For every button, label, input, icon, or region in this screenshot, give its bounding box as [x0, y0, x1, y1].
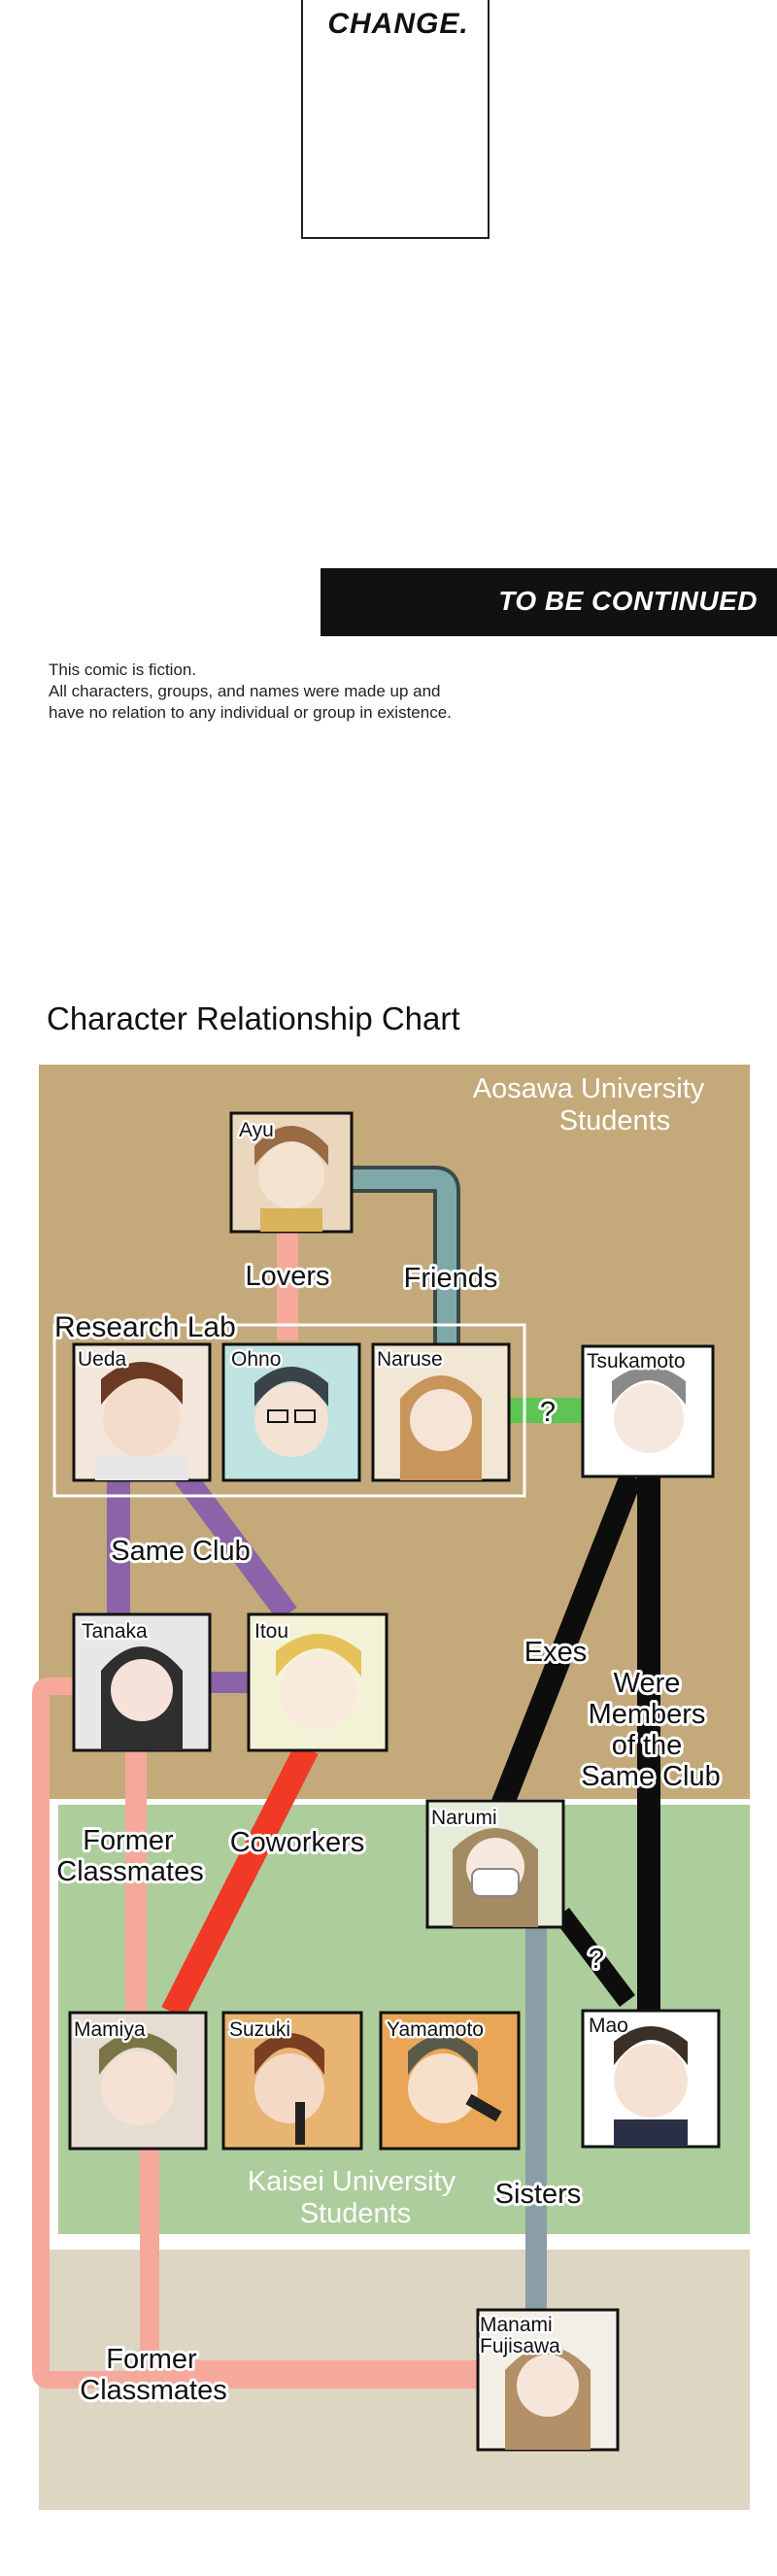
comic-panel — [301, 0, 490, 239]
line-mamiya-manami — [140, 2149, 478, 2380]
line-exes — [488, 1472, 643, 1817]
portrait-manami — [476, 2308, 620, 2452]
research-lab-box — [52, 1323, 526, 1498]
label-former-classmates-1b: Classmates — [56, 1856, 204, 1887]
zone-kaisei-label-1: Kaisei University — [248, 2166, 456, 2197]
zone-kaisei-label-2: Students — [300, 2198, 411, 2229]
portrait-tsukamoto — [581, 1344, 715, 1478]
label-were-4: Same Club — [581, 1761, 720, 1792]
label-coworkers: Coworkers — [230, 1827, 365, 1858]
portrait-yamamoto — [379, 2011, 521, 2151]
zone-aosawa-label-2: Students — [559, 1105, 670, 1136]
portrait-mamiya — [68, 2011, 208, 2151]
portrait-narumi — [425, 1799, 565, 1929]
portrait-ayu — [229, 1111, 354, 1234]
zone-aosawa-label-1: Aosawa University — [473, 1073, 705, 1104]
portrait-tanaka — [72, 1612, 212, 1752]
portrait-ueda — [72, 1342, 212, 1482]
label-former-classmates-2a: Former — [106, 2344, 197, 2375]
name-naruse: Naruse — [377, 1348, 443, 1371]
name-ohno: Ohno — [231, 1348, 281, 1371]
portrait-suzuki — [221, 2011, 363, 2151]
label-were-1: Were — [614, 1668, 681, 1699]
label-lovers: Lovers — [245, 1261, 329, 1292]
line-same-club-itou — [175, 1469, 297, 1622]
name-yamamoto: Yamamoto — [387, 2018, 484, 2041]
research-lab-label: Research Lab — [54, 1311, 236, 1343]
label-same-club: Same Club — [111, 1536, 250, 1567]
label-exes: Exes — [524, 1637, 587, 1668]
zone-divider-2 — [39, 2234, 750, 2250]
name-tanaka: Tanaka — [82, 1620, 148, 1643]
name-suzuki: Suzuki — [229, 2018, 290, 2041]
continued-text: TO BE CONTINUED — [498, 586, 758, 616]
name-narumi: Narumi — [431, 1807, 497, 1829]
name-mao: Mao — [589, 2015, 628, 2037]
portrait-ohno — [221, 1342, 361, 1482]
disclaimer-line-1: This comic is fiction. — [49, 661, 197, 679]
line-narumi-mao — [554, 1907, 635, 2008]
label-friends: Friends — [404, 1263, 498, 1294]
disclaimer-line-3: have no relation to any individual or gr… — [49, 703, 452, 722]
portrait-itou — [247, 1612, 388, 1752]
zone-divider — [39, 1799, 750, 1805]
portrait-naruse — [371, 1342, 511, 1482]
label-former-classmates-2b: Classmates — [80, 2375, 227, 2406]
label-sisters: Sisters — [495, 2179, 582, 2210]
line-friends-inner — [352, 1169, 456, 1344]
name-ueda: Ueda — [78, 1348, 127, 1371]
name-tsukamoto: Tsukamoto — [587, 1350, 686, 1373]
name-manami-2: Fujisawa — [480, 2335, 560, 2357]
label-question-1: ? — [540, 1397, 556, 1428]
line-coworkers — [161, 1743, 319, 2018]
label-were-3: of the — [612, 1730, 683, 1761]
disclaimer-line-2: All characters, groups, and names were m… — [49, 682, 441, 700]
line-tanaka-manami — [32, 1678, 478, 2389]
name-mamiya: Mamiya — [74, 2018, 146, 2041]
label-former-classmates-1a: Former — [83, 1825, 174, 1856]
name-ayu: Ayu — [239, 1119, 274, 1141]
name-manami-1: Manami — [480, 2314, 553, 2336]
chart-title: Character Relationship Chart — [47, 1000, 460, 1036]
continued-banner — [321, 568, 777, 636]
portrait-mao — [581, 2009, 721, 2149]
name-itou: Itou — [254, 1620, 288, 1643]
panel-caption: CHANGE. — [327, 8, 469, 40]
label-question-2: ? — [589, 1944, 604, 1975]
label-were-2: Members — [589, 1699, 706, 1730]
